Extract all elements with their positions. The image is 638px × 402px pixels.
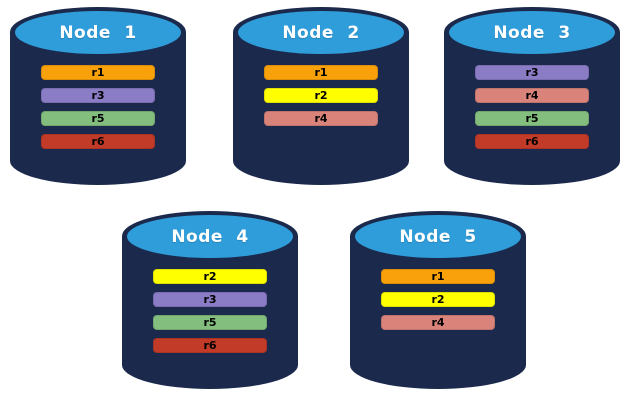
cylinder-body — [10, 32, 186, 185]
cylinder-top-ellipse: Node 1 — [15, 11, 181, 54]
replica-bar-r3: r3 — [475, 65, 589, 80]
replica-list: r2 r3 r5 r6 — [153, 269, 267, 353]
replica-bar-r2: r2 — [264, 88, 378, 103]
cylinder-body — [233, 32, 409, 185]
cylinder-body — [122, 236, 298, 389]
node-label: Node 4 — [171, 226, 249, 247]
replica-bar-r5: r5 — [41, 111, 155, 126]
cylinder-body — [444, 32, 620, 185]
node-label: Node 5 — [399, 226, 477, 247]
replica-bar-r3: r3 — [153, 292, 267, 307]
replica-list: r3 r4 r5 r6 — [475, 65, 589, 149]
replica-list: r1 r2 r4 — [264, 65, 378, 126]
replica-bar-r4: r4 — [264, 111, 378, 126]
replica-bar-r6: r6 — [153, 338, 267, 353]
replica-bar-r4: r4 — [475, 88, 589, 103]
cylinder-top-ellipse: Node 3 — [449, 11, 615, 54]
node-2-cylinder: Node 2 r1 r2 r4 — [233, 7, 409, 185]
node-5-cylinder: Node 5 r1 r2 r4 — [350, 211, 526, 389]
replica-bar-r6: r6 — [41, 134, 155, 149]
cylinder-top-ellipse: Node 4 — [127, 215, 293, 258]
replica-bar-r1: r1 — [41, 65, 155, 80]
replica-bar-r4: r4 — [381, 315, 495, 330]
node-label: Node 3 — [493, 22, 571, 43]
cylinder-top-ellipse: Node 2 — [238, 11, 404, 54]
replica-bar-r6: r6 — [475, 134, 589, 149]
replica-list: r1 r3 r5 r6 — [41, 65, 155, 149]
node-label: Node 2 — [282, 22, 360, 43]
replica-bar-r2: r2 — [153, 269, 267, 284]
replica-bar-r5: r5 — [475, 111, 589, 126]
node-3-cylinder: Node 3 r3 r4 r5 r6 — [444, 7, 620, 185]
node-label: Node 1 — [59, 22, 137, 43]
node-4-cylinder: Node 4 r2 r3 r5 r6 — [122, 211, 298, 389]
node-1-cylinder: Node 1 r1 r3 r5 r6 — [10, 7, 186, 185]
replica-bar-r5: r5 — [153, 315, 267, 330]
cylinder-top-ellipse: Node 5 — [355, 215, 521, 258]
replica-bar-r1: r1 — [264, 65, 378, 80]
replica-bar-r1: r1 — [381, 269, 495, 284]
cylinder-body — [350, 236, 526, 389]
replica-bar-r2: r2 — [381, 292, 495, 307]
replica-list: r1 r2 r4 — [381, 269, 495, 330]
replica-bar-r3: r3 — [41, 88, 155, 103]
